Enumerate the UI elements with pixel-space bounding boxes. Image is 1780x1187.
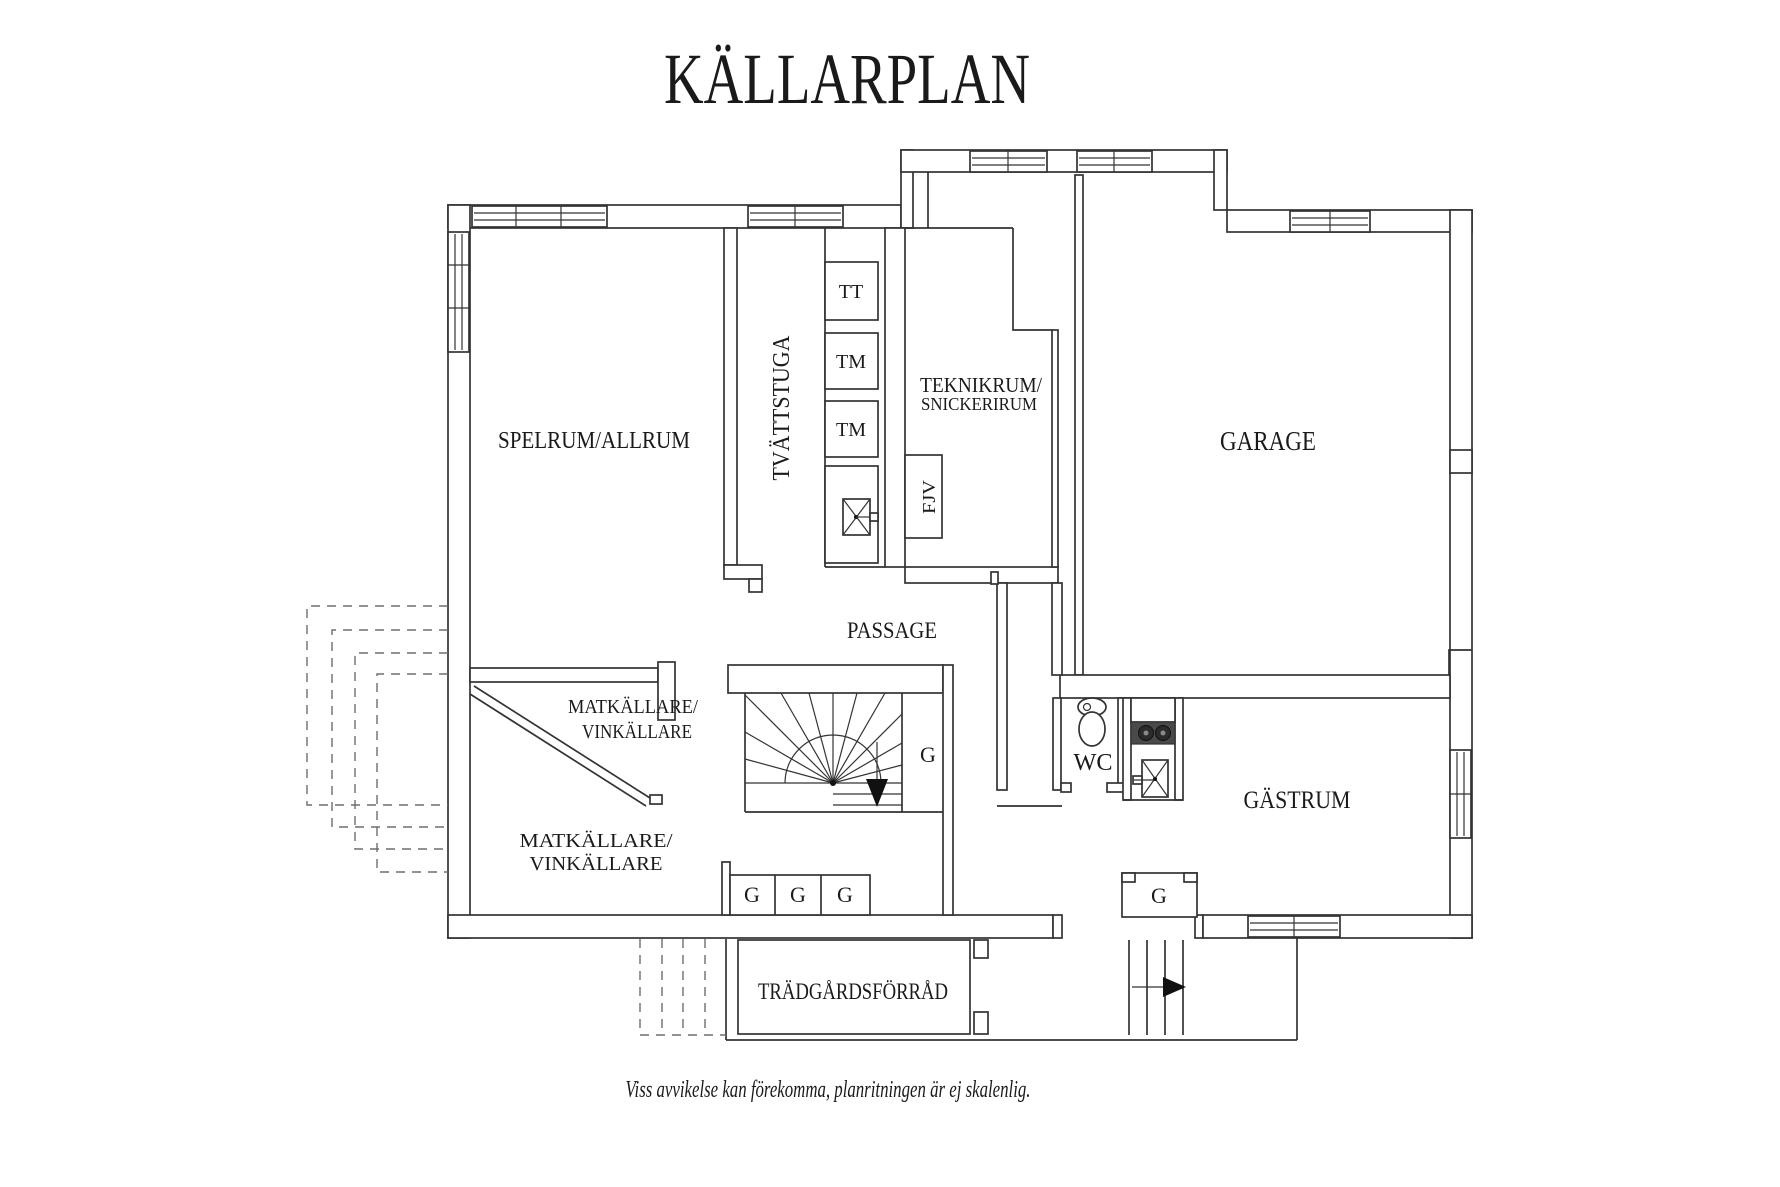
wall-tvattstuga-teknikrum — [884, 227, 906, 568]
ramp-foot — [649, 794, 663, 805]
pentry-cabinet — [1130, 697, 1176, 723]
wall-vent-box — [1449, 449, 1473, 474]
washer2-box — [824, 400, 879, 458]
room-label-teknikrum-line1: TEKNIKRUM/ — [920, 373, 1042, 397]
wall-top-upper — [900, 149, 1228, 173]
disclaimer-caption: Viss avvikelse kan förekomma, planritnin… — [626, 1077, 1031, 1103]
label-closet-gastrum: G — [1151, 883, 1167, 908]
exterior-stair-arrow-icon — [1132, 977, 1186, 997]
window-garage-top-right — [1289, 210, 1371, 233]
window-garage-top-left — [1076, 150, 1153, 173]
label-washer-tm1: TM — [836, 351, 866, 373]
room-label-gastrum: GÄSTRUM — [1244, 787, 1351, 814]
stair-treads-fan — [744, 692, 903, 806]
toilet-icon — [1077, 697, 1107, 747]
closet-gastrum — [1121, 872, 1198, 918]
wall-wc-left — [1052, 697, 1062, 791]
label-closet-row-1: G — [744, 882, 760, 907]
garden-storage-room — [737, 939, 971, 1035]
window-tvattstuga-top — [747, 205, 844, 228]
wall-pentry-left — [1122, 697, 1132, 801]
closet-row-box — [729, 874, 871, 916]
dashed-steps-left-of-storage — [639, 939, 726, 1036]
room-label-passage: PASSAGE — [847, 618, 937, 643]
label-washer-tm2: TM — [836, 419, 866, 441]
label-closet-row-2: G — [790, 882, 806, 907]
interior-walls — [469, 172, 1451, 916]
door-jamb-exit-right — [1194, 914, 1204, 939]
room-label-teknikrum-line2: SNICKERIRUM — [921, 394, 1037, 414]
fjv-box — [904, 454, 943, 539]
wall-teknikrum-right — [1051, 329, 1059, 568]
wall-pentry-right — [1174, 697, 1184, 801]
closet-row-jamb — [721, 861, 731, 916]
wall-stub-matkallare — [657, 661, 676, 721]
window-gastrum-right — [1449, 749, 1472, 839]
laundry-appliances — [824, 261, 943, 564]
floor-drain-icon — [824, 465, 879, 564]
wall-teknikrum-bottom — [904, 566, 1059, 584]
wall-jamb-passage — [990, 571, 999, 585]
room-label-garage: GARAGE — [1220, 426, 1316, 456]
pentry-kitchenette — [1130, 697, 1176, 798]
window-spelrum-top — [471, 205, 608, 228]
dashed-lightwell-steps — [306, 605, 448, 873]
label-closet-stair: G — [920, 742, 936, 767]
storage-door-jamb-bottom — [973, 1011, 989, 1035]
label-fjv: FJV — [919, 480, 939, 514]
wall-wc-door-jamb-left — [1060, 782, 1072, 793]
garden-storage-area — [639, 938, 1298, 1041]
stair-winding-center — [830, 780, 836, 786]
room-label-wc: WC — [1074, 750, 1113, 776]
washer1-box — [824, 332, 879, 390]
closet-gastrum-notch-left — [1121, 872, 1136, 883]
dryer-box — [824, 261, 879, 321]
wall-spelrum-matkallare — [469, 667, 659, 683]
window-teknikrum-top — [969, 150, 1048, 173]
wall-stub-tvattstuga — [748, 578, 763, 593]
wall-stair-top — [727, 664, 944, 694]
wall-garage-left — [1074, 174, 1084, 676]
page-title: KÄLLARPLAN — [664, 39, 1030, 119]
stair-arc — [784, 734, 882, 784]
wall-passage-right — [996, 582, 1008, 791]
room-label-spelrum: SPELRUM/ALLRUM — [498, 428, 690, 454]
room-label-tvattstuga: TVÄTTSTUGA — [769, 335, 795, 481]
label-closet-row-3: G — [837, 882, 853, 907]
wall-jog-garage-gastrum — [1448, 649, 1472, 677]
wall-corridor-right — [1051, 582, 1063, 676]
door-jamb-exit-left — [1052, 914, 1063, 939]
wall-bottom-left — [447, 914, 1054, 939]
closet-row-ggg — [721, 861, 871, 916]
exterior-staircase — [1128, 940, 1186, 1035]
room-label-tradgardsforrad: TRÄDGÅRDSFÖRRÅD — [758, 979, 948, 1004]
wall-garage-gastrum — [1059, 674, 1451, 699]
closet-gastrum-notch-right — [1183, 872, 1198, 883]
room-label-matkallare-lower-line1: MATKÄLLARE/ — [520, 829, 673, 852]
windows — [447, 150, 1472, 938]
room-label-matkallare-upper-line2: VINKÄLLARE — [582, 720, 692, 743]
shower-drain-icon — [1132, 759, 1169, 798]
cellar-ramp — [469, 685, 663, 807]
window-spelrum-left — [447, 231, 470, 353]
wall-step-right — [1213, 149, 1228, 211]
stair-down-arrow-icon — [866, 742, 888, 807]
wall-jog-tvattstuga — [723, 564, 763, 580]
wall-teknikrum-notch — [1012, 228, 1052, 331]
wall-stair-right — [942, 664, 954, 916]
label-dryer-tt: TT — [839, 281, 863, 303]
room-label-matkallare-upper-line1: MATKÄLLARE/ — [568, 695, 698, 718]
main-staircase — [744, 692, 943, 813]
storage-door-jamb-top — [973, 939, 989, 959]
wall-spelrum-tvattstuga — [723, 227, 738, 566]
stove-burners-icon — [1138, 725, 1171, 741]
room-label-matkallare-lower-line2: VINKÄLLARE — [530, 852, 663, 875]
window-bottom — [1247, 915, 1341, 938]
